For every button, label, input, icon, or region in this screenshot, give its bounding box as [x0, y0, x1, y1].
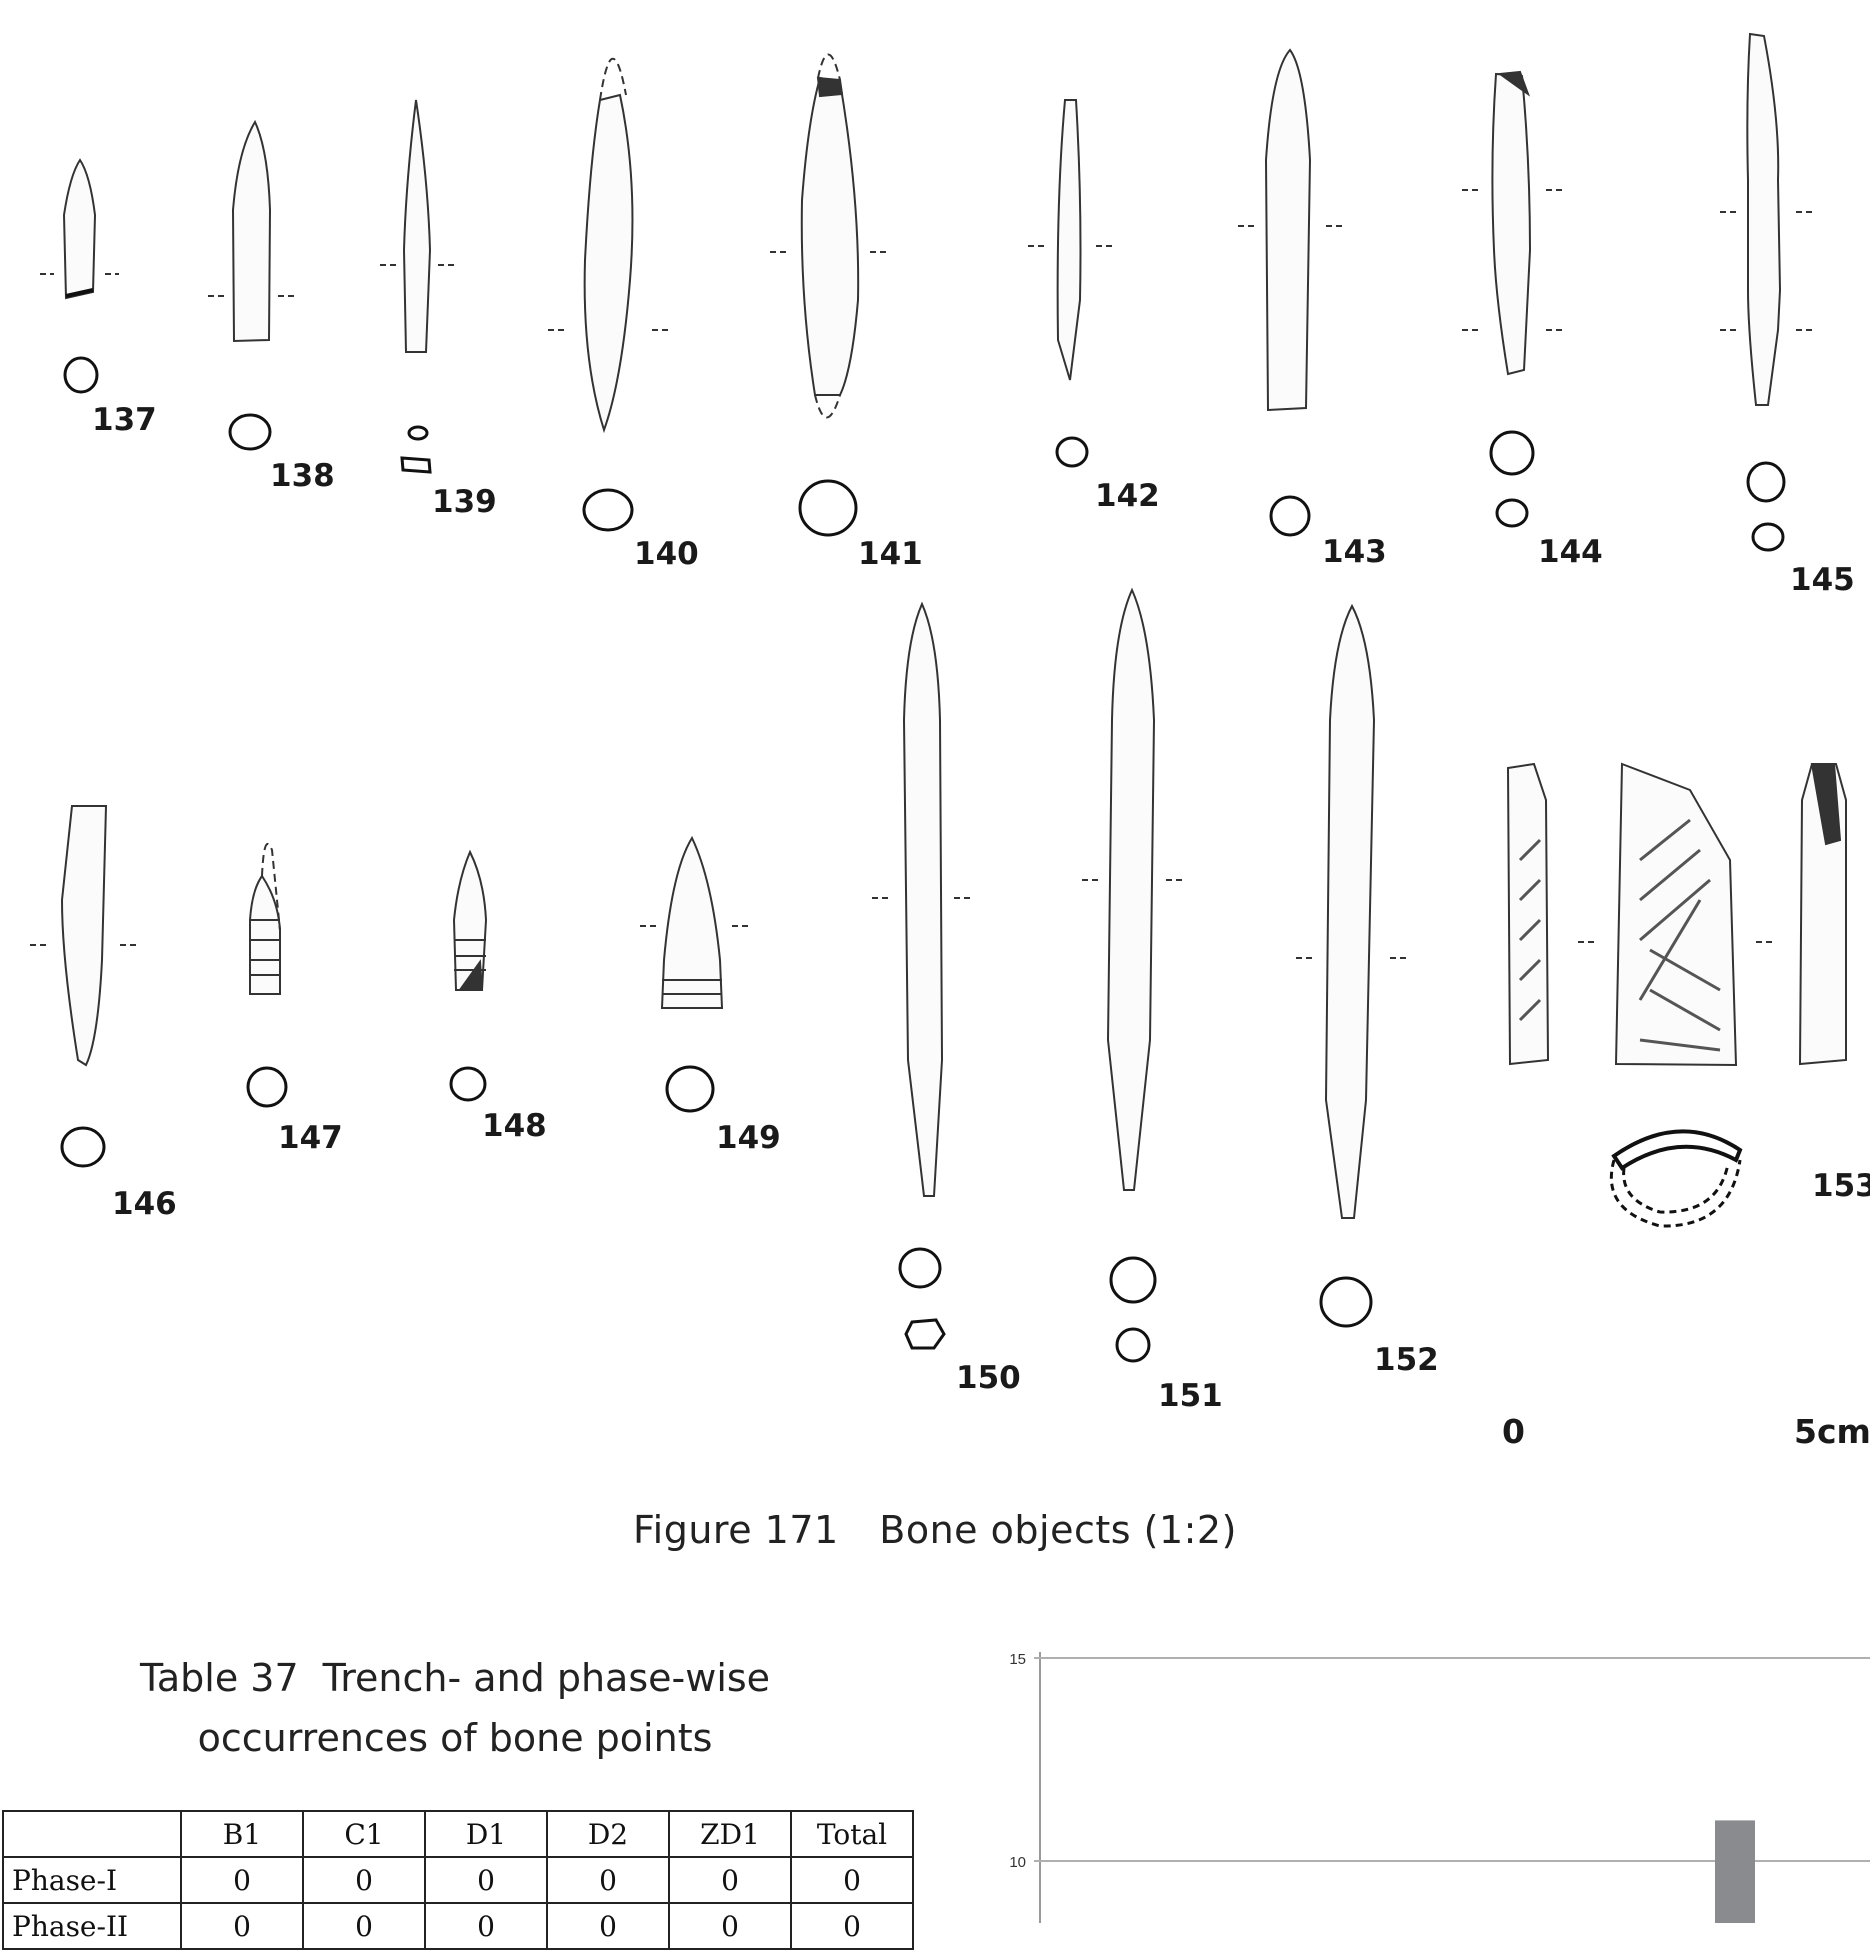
table-cell: 0	[546, 1856, 670, 1904]
y-tick-label: 10	[1009, 1854, 1026, 1871]
column-header: B1	[180, 1810, 304, 1858]
table-title-line2: occurrences of bone points	[197, 1716, 713, 1760]
bone-point-144	[1462, 70, 1562, 528]
item-number: 151	[1158, 1378, 1223, 1414]
table-cell: 0	[668, 1856, 792, 1904]
column-header: Total	[790, 1810, 914, 1858]
item-number: 143	[1322, 534, 1387, 570]
item-number: 148	[482, 1108, 547, 1144]
row-label: Phase-I	[2, 1856, 182, 1904]
figure-title: Bone objects (1:2)	[879, 1508, 1237, 1552]
item-number: 140	[634, 536, 699, 572]
table-title: Table 37 Trench- and phase-wise occurrenc…	[90, 1648, 820, 1768]
bone-point-148	[449, 849, 488, 1102]
item-number: 138	[270, 458, 335, 494]
bone-points-table: B1 C1 D1 D2 ZD1 Total Phase-I 0 0 0 0 0 …	[2, 1810, 914, 1950]
table-cell: 0	[180, 1856, 304, 1904]
column-header: C1	[302, 1810, 426, 1858]
table-cell: 0	[790, 1902, 914, 1950]
bone-point-149	[640, 835, 748, 1113]
item-number: 141	[858, 536, 923, 572]
table-cell: 0	[424, 1902, 548, 1950]
item-number: 147	[278, 1120, 343, 1156]
table-row: Phase-I 0 0 0 0 0 0	[2, 1856, 914, 1904]
table-header-row: B1 C1 D1 D2 ZD1 Total	[2, 1810, 914, 1858]
table-label: Table 37	[139, 1656, 299, 1700]
item-number: 144	[1538, 534, 1603, 570]
item-number: 152	[1374, 1342, 1439, 1378]
scale-start-label: 0	[1502, 1412, 1525, 1451]
bone-point-151	[1082, 587, 1182, 1363]
bone-object-153	[1506, 762, 1847, 1228]
table-cell: 0	[302, 1902, 426, 1950]
item-number: 146	[112, 1186, 177, 1222]
row-label: Phase-II	[2, 1902, 182, 1950]
table-cell: 0	[302, 1856, 426, 1904]
bone-objects-figure	[30, 32, 1847, 1363]
bar	[1715, 1820, 1755, 1923]
table-cell: 0	[424, 1856, 548, 1904]
bone-point-145	[1720, 32, 1812, 552]
figure-label: Figure 171	[633, 1508, 839, 1552]
item-number: 137	[92, 402, 157, 438]
figure-caption: Figure 171 Bone objects (1:2)	[0, 1508, 1870, 1552]
bone-point-138	[208, 119, 294, 451]
bone-point-152	[1296, 603, 1406, 1328]
bone-point-139	[380, 99, 454, 474]
item-number: 149	[716, 1120, 781, 1156]
y-tick-label: 15	[1009, 1651, 1026, 1668]
table-cell: 0	[668, 1902, 792, 1950]
bone-point-146	[30, 805, 136, 1168]
bone-point-142	[1028, 99, 1112, 468]
bone-point-137	[40, 158, 119, 394]
bone-point-140	[548, 57, 668, 532]
column-header: D2	[546, 1810, 670, 1858]
scale-end-label: 5cm	[1794, 1412, 1870, 1451]
bone-point-141	[770, 53, 886, 537]
column-header: D1	[424, 1810, 548, 1858]
item-number: 142	[1095, 478, 1160, 514]
item-number: 145	[1790, 562, 1855, 598]
item-number: 139	[432, 484, 497, 520]
table-cell: 0	[546, 1902, 670, 1950]
item-number: 153	[1812, 1168, 1870, 1204]
column-header	[2, 1810, 182, 1858]
bone-point-147	[246, 843, 288, 1108]
bar-chart: 10 15	[1009, 1651, 1870, 1923]
table-cell: 0	[180, 1902, 304, 1950]
bone-point-143	[1238, 48, 1342, 537]
item-number: 150	[956, 1360, 1021, 1396]
table-title-line1: Trench- and phase-wise	[322, 1656, 771, 1700]
table-cell: 0	[790, 1856, 914, 1904]
column-header: ZD1	[668, 1810, 792, 1858]
table-row: Phase-II 0 0 0 0 0 0	[2, 1902, 914, 1950]
bone-point-150	[872, 601, 970, 1350]
